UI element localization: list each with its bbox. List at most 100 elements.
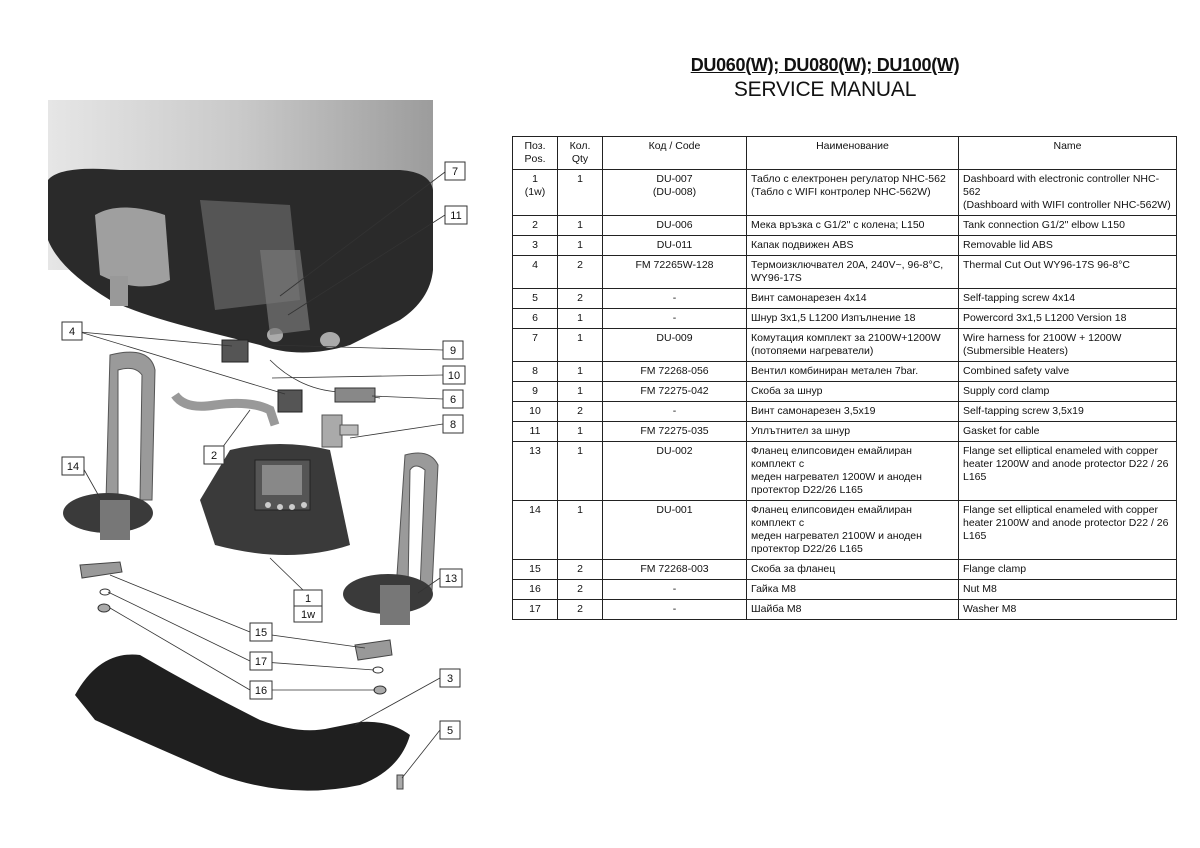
cell-pos: 11 xyxy=(512,421,558,442)
cell-code: DU-006 xyxy=(602,215,747,236)
cell-pos: 1(1w) xyxy=(512,169,558,216)
callout-14: 14 xyxy=(61,456,85,476)
svg-text:5: 5 xyxy=(447,725,453,737)
callout-7: 7 xyxy=(444,161,466,181)
cell-qty: 1 xyxy=(557,361,603,382)
heater-flange-2100w-part xyxy=(63,351,156,540)
cell-name-en: Powercord 3x1,5 L1200 Version 18 xyxy=(958,308,1177,329)
svg-text:4: 4 xyxy=(69,326,75,338)
svg-text:13: 13 xyxy=(445,573,457,585)
cell-code: DU-001 xyxy=(602,500,747,560)
cell-name-en: Supply cord clamp xyxy=(958,381,1177,402)
cell-name-en: Flange set elliptical enameled with copp… xyxy=(958,441,1177,501)
svg-text:6: 6 xyxy=(450,394,456,406)
cell-name-en: Tank connection G1/2" elbow L150 xyxy=(958,215,1177,236)
cell-code: FM 72275-042 xyxy=(602,381,747,402)
manual-subtitle: SERVICE MANUAL xyxy=(733,78,917,101)
cell-name-en: Thermal Cut Out WY96-17S 96-8°C xyxy=(958,255,1177,289)
cell-qty: 1 xyxy=(557,500,603,560)
parts-table-header: Поз.Pos. Кол.Qty Код / Code Наименование… xyxy=(512,136,1177,170)
header-name-bg: Наименование xyxy=(746,136,959,170)
cell-pos: 7 xyxy=(512,328,558,362)
callout-4: 4 xyxy=(61,321,83,341)
cell-pos: 14 xyxy=(512,500,558,560)
cell-name-bg: Винт самонарезен 3,5x19 xyxy=(746,401,959,422)
cell-name-bg: Гайка М8 xyxy=(746,579,959,600)
callout-16: 16 xyxy=(249,680,273,700)
cell-pos: 10 xyxy=(512,401,558,422)
header-qty: Кол.Qty xyxy=(557,136,603,170)
dashboard-controller-part xyxy=(200,444,350,555)
svg-text:16: 16 xyxy=(255,685,267,697)
callout-5: 5 xyxy=(439,720,461,740)
svg-text:17: 17 xyxy=(255,656,267,668)
svg-text:9: 9 xyxy=(450,345,456,357)
svg-text:1w: 1w xyxy=(301,609,315,621)
cell-name-en: Washer M8 xyxy=(958,599,1177,620)
cell-qty: 2 xyxy=(557,255,603,289)
cell-qty: 2 xyxy=(557,288,603,309)
cell-code: DU-002 xyxy=(602,441,747,501)
cell-qty: 1 xyxy=(557,328,603,362)
cell-qty: 2 xyxy=(557,579,603,600)
svg-text:3: 3 xyxy=(447,673,453,685)
svg-text:7: 7 xyxy=(452,166,458,178)
removable-lid-part xyxy=(75,654,410,791)
cell-pos: 17 xyxy=(512,599,558,620)
callout-15: 15 xyxy=(249,622,273,642)
flange-clamp-part xyxy=(79,561,393,661)
tank-connection-part xyxy=(171,392,280,427)
cell-name-bg: Табло с електронен регулатор NHC-562(Таб… xyxy=(746,169,959,216)
cell-qty: 2 xyxy=(557,559,603,580)
cell-code: FM 72265W-128 xyxy=(602,255,747,289)
cell-name-bg: Шнур 3x1,5 L1200 Изпълнение 18 xyxy=(746,308,959,329)
cell-code: DU-011 xyxy=(602,235,747,256)
cell-name-bg: Уплътнител за шнур xyxy=(746,421,959,442)
svg-text:10: 10 xyxy=(448,370,460,382)
cell-code: - xyxy=(602,288,747,309)
svg-text:2: 2 xyxy=(211,450,217,462)
cell-qty: 1 xyxy=(557,421,603,442)
svg-text:1: 1 xyxy=(305,593,311,605)
callout-13: 13 xyxy=(439,568,463,588)
cell-qty: 1 xyxy=(557,381,603,402)
cell-pos: 2 xyxy=(512,215,558,236)
cell-name-bg: Скоба за шнур xyxy=(746,381,959,402)
cell-qty: 1 xyxy=(557,308,603,329)
cell-name-en: Self-tapping screw 3,5x19 xyxy=(958,401,1177,422)
cell-qty: 1 xyxy=(557,441,603,501)
cell-code: DU-009 xyxy=(602,328,747,362)
cell-code: - xyxy=(602,401,747,422)
callout-8: 8 xyxy=(442,414,464,434)
leader-lines xyxy=(79,171,446,779)
heater-flange-1200w-part xyxy=(343,452,439,625)
cell-name-bg: Мека връзка с G1/2" с колена; L150 xyxy=(746,215,959,236)
svg-text:11: 11 xyxy=(450,210,461,222)
cell-code: DU-007(DU-008) xyxy=(602,169,747,216)
cell-name-en: Removable lid ABS xyxy=(958,235,1177,256)
cell-name-en: Self-tapping screw 4x14 xyxy=(958,288,1177,309)
screw-part xyxy=(396,774,404,790)
cell-qty: 1 xyxy=(557,215,603,236)
header-name-en: Name xyxy=(958,136,1177,170)
svg-text:14: 14 xyxy=(67,461,79,473)
cell-code: FM 72268-003 xyxy=(602,559,747,580)
cell-name-bg: Капак подвижен ABS xyxy=(746,235,959,256)
callout-17: 17 xyxy=(249,651,273,671)
cell-name-en: Combined safety valve xyxy=(958,361,1177,382)
cell-name-bg: Комутация комплект за 2100W+1200W(потопя… xyxy=(746,328,959,362)
cell-code: - xyxy=(602,579,747,600)
exploded-parts-diagram: 7 11 4 9 10 6 8 2 14 1 1w 13 xyxy=(48,100,468,791)
cell-code: FM 72275-035 xyxy=(602,421,747,442)
cell-name-en: Wire harness for 2100W + 1200W(Submersib… xyxy=(958,328,1177,362)
